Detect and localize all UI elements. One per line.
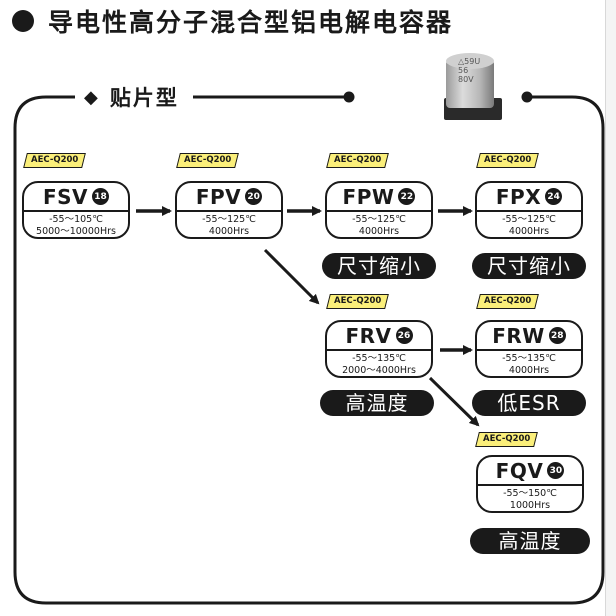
bullet-icon	[12, 10, 34, 32]
product-name: FPV	[195, 184, 242, 209]
frame-dot-right	[521, 91, 533, 103]
scrollbar[interactable]	[605, 0, 616, 616]
page-number-badge: 30	[547, 462, 565, 479]
page-number-badge: 20	[245, 188, 263, 205]
temperature-range: -55～105℃	[49, 214, 103, 225]
aec-badge: AEC-Q200	[476, 153, 540, 168]
feature-tag: 高温度	[470, 528, 590, 554]
product-name: FSV	[42, 184, 89, 209]
lifetime: 4000Hrs	[208, 226, 250, 237]
page-number-badge: 26	[395, 327, 413, 344]
arrow-fpv-frv	[263, 248, 320, 305]
temperature-range: -55～150℃	[503, 488, 557, 499]
aec-badge: AEC-Q200	[23, 153, 87, 168]
capacitor-marking-2: 56	[458, 66, 468, 75]
lifetime: 4000Hrs	[508, 226, 550, 237]
lifetime: 2000～4000Hrs	[342, 365, 416, 376]
feature-tag: 高温度	[320, 390, 434, 416]
temperature-range: -55～125℃	[502, 214, 556, 225]
diamond-icon: ◆	[84, 86, 98, 108]
feature-tag: 低ESR	[472, 390, 586, 416]
product-name: FQV	[495, 458, 544, 483]
temperature-range: -55～135℃	[502, 353, 556, 364]
aec-badge: AEC-Q200	[475, 432, 539, 447]
page-title: 导电性高分子混合型铝电解电容器	[12, 3, 453, 39]
temperature-range: -55～135℃	[352, 353, 406, 364]
product-name: FRW	[492, 323, 545, 348]
arrow-frv-fqv	[428, 376, 480, 427]
page-number-badge: 28	[548, 327, 566, 344]
lifetime: 4000Hrs	[358, 226, 400, 237]
aec-badge: AEC-Q200	[176, 153, 240, 168]
aec-badge: AEC-Q200	[326, 294, 390, 309]
product-name: FPW	[342, 184, 395, 209]
capacitor-image: △59U 56 80V	[444, 53, 502, 120]
product-name: FRV	[345, 323, 392, 348]
page-number-badge: 24	[545, 188, 563, 205]
frame-dot-left	[343, 91, 355, 103]
lifetime: 1000Hrs	[509, 500, 551, 511]
section-label: ◆ 贴片型	[78, 82, 185, 112]
aec-badge: AEC-Q200	[476, 294, 540, 309]
page-number-badge: 18	[92, 188, 110, 205]
product-name: FPX	[495, 184, 542, 209]
feature-tag: 尺寸缩小	[472, 253, 586, 279]
aec-badge: AEC-Q200	[326, 153, 390, 168]
page-number-badge: 22	[398, 188, 416, 205]
temperature-range: -55～125℃	[352, 214, 406, 225]
feature-tag: 尺寸缩小	[322, 253, 436, 279]
lifetime: 5000～10000Hrs	[36, 226, 116, 237]
title-text: 导电性高分子混合型铝电解电容器	[48, 8, 454, 37]
temperature-range: -55～125℃	[202, 214, 256, 225]
lifetime: 4000Hrs	[508, 365, 550, 376]
capacitor-marking-3: 80V	[458, 75, 474, 84]
capacitor-marking-1: △59U	[458, 57, 480, 66]
frame-outline	[13, 95, 605, 605]
section-label-text: 贴片型	[109, 86, 179, 110]
